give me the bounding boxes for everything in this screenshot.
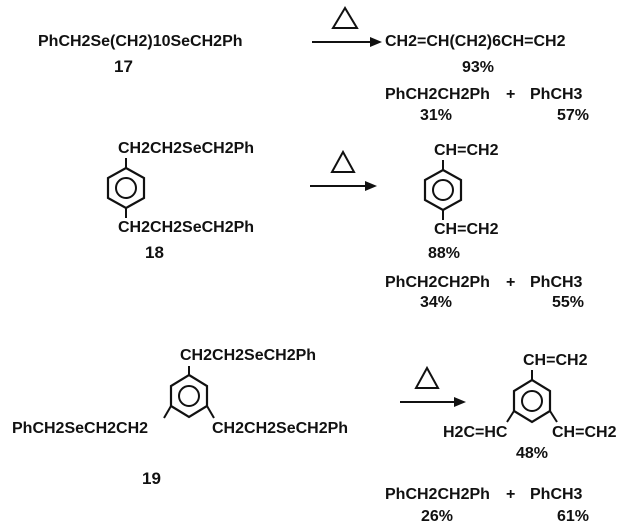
reaction-3-reactant-substituent-right: CH2CH2SeCH2Ph	[212, 420, 349, 437]
reaction-1-byproduct-2-yield: 57%	[557, 107, 590, 124]
reaction-1-product-formula: CH2=CH(CH2)6CH=CH2	[385, 33, 566, 50]
reaction-3-heat-triangle	[414, 365, 440, 389]
reaction-3-product-benzene-ring	[506, 370, 558, 424]
reaction-3-arrow	[400, 397, 466, 407]
reaction-1-arrow	[312, 37, 382, 47]
reaction-1-byproduct-1-yield: 31%	[420, 107, 453, 124]
reaction-1-plus-sign: +	[506, 86, 516, 103]
reaction-2-byproduct-2: PhCH3	[530, 274, 583, 291]
reaction-2-heat-triangle	[330, 149, 356, 173]
reaction-2-byproduct-1: PhCH2CH2Ph	[385, 274, 490, 291]
reaction-2-compound-number: 18	[145, 243, 164, 262]
reaction-3-product-yield: 48%	[516, 445, 549, 462]
reaction-1-byproduct-1: PhCH2CH2Ph	[385, 86, 490, 103]
reaction-3-reactant-substituent-top: CH2CH2SeCH2Ph	[180, 347, 317, 364]
reaction-3-byproduct-2: PhCH3	[530, 486, 583, 503]
reaction-2-byproduct-1-yield: 34%	[420, 294, 453, 311]
reaction-2-plus-sign: +	[506, 274, 516, 291]
reaction-1-compound-number: 17	[114, 57, 133, 76]
reaction-1-reactant-formula: PhCH2Se(CH2)10SeCH2Ph	[38, 33, 243, 50]
reaction-1-product-yield: 93%	[462, 59, 495, 76]
reaction-2-byproduct-2-yield: 55%	[552, 294, 585, 311]
reaction-3-plus-sign: +	[506, 486, 516, 503]
reaction-3-product-substituent-left: H2C=HC	[443, 424, 508, 441]
reaction-3-byproduct-1-yield: 26%	[421, 508, 454, 525]
reaction-2-arrow	[310, 181, 377, 191]
reaction-2-reactant-substituent-bottom: CH2CH2SeCH2Ph	[118, 219, 255, 236]
reaction-3-byproduct-2-yield: 61%	[557, 508, 590, 525]
reaction-2-product-yield: 88%	[428, 245, 461, 262]
reaction-2-reactant-benzene-ring	[106, 158, 146, 218]
reaction-3-product-substituent-right: CH=CH2	[552, 424, 617, 441]
reaction-3-product-substituent-top: CH=CH2	[523, 352, 588, 369]
reaction-1-heat-triangle	[331, 6, 359, 29]
reaction-2-product-benzene-ring	[423, 160, 463, 220]
reaction-1-heat-label: Δ	[338, 11, 339, 29]
reaction-2-reactant-substituent-top: CH2CH2SeCH2Ph	[118, 140, 255, 157]
reaction-3-compound-number: 19	[142, 469, 161, 488]
reaction-2-heat-label: Δ	[336, 155, 337, 173]
reaction-3-reactant-benzene-ring	[163, 366, 215, 419]
reaction-2-product-substituent-top: CH=CH2	[434, 142, 499, 159]
reaction-2-product-substituent-bottom: CH=CH2	[434, 221, 499, 238]
reaction-3-reactant-substituent-left: PhCH2SeCH2CH2	[12, 420, 149, 437]
reaction-3-byproduct-1: PhCH2CH2Ph	[385, 486, 490, 503]
reaction-1-byproduct-2: PhCH3	[530, 86, 583, 103]
reaction-3-heat-label: Δ	[420, 371, 421, 389]
